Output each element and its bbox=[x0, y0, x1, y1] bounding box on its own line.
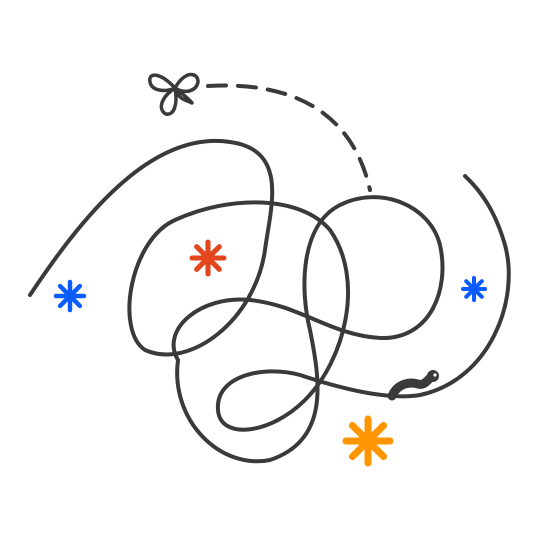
tangled-scribble-inner-loop bbox=[171, 195, 445, 464]
dashed-flight-path bbox=[206, 83, 372, 192]
butterfly-icon bbox=[148, 72, 200, 116]
blue-asterisk-left bbox=[53, 279, 87, 313]
worm-icon bbox=[387, 370, 439, 401]
red-asterisk bbox=[189, 239, 227, 277]
tangled-scribble-path bbox=[28, 138, 511, 432]
orange-asterisk bbox=[342, 415, 394, 467]
blue-asterisk-right bbox=[461, 276, 487, 302]
